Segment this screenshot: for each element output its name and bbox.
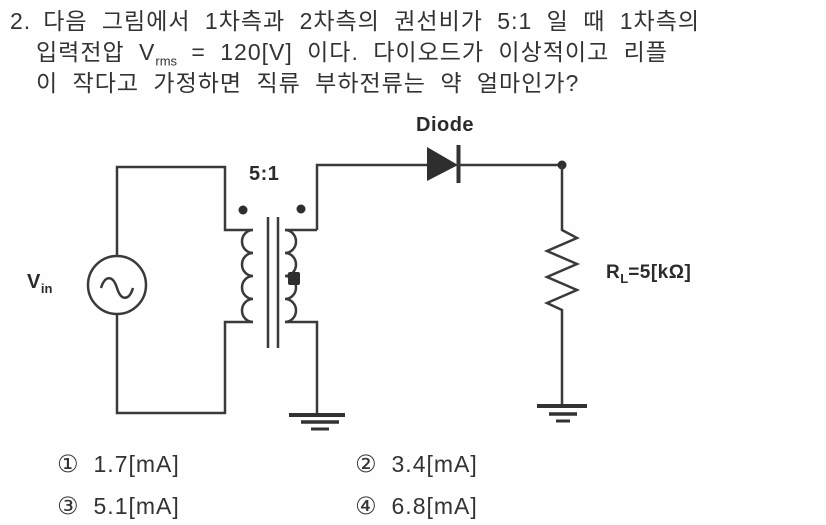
option-1-number: ① bbox=[57, 451, 80, 478]
question-line-1: 2. 다음 그림에서 1차측과 2차측의 권선비가 5:1 일 때 1차측의 bbox=[10, 8, 700, 34]
question-line-1-text: 다음 그림에서 1차측과 2차측의 권선비가 5:1 일 때 1차측의 bbox=[43, 8, 701, 34]
transformer-secondary-coil bbox=[284, 228, 298, 324]
option-2-text: 3.4[mA] bbox=[391, 451, 478, 477]
option-2-number: ② bbox=[355, 451, 378, 478]
secondary-top-wire bbox=[285, 163, 427, 232]
diode-label: Diode bbox=[416, 114, 475, 136]
question-line-2-pre: 입력전압 V bbox=[36, 39, 156, 65]
ac-source-icon bbox=[86, 254, 148, 316]
vrms-subscript: rms bbox=[155, 53, 178, 69]
option-4-number: ④ bbox=[355, 493, 378, 520]
option-1-text: 1.7[mA] bbox=[93, 451, 180, 477]
secondary-polarity-dot bbox=[296, 204, 306, 214]
option-3-text: 5.1[mA] bbox=[93, 493, 180, 519]
load-resistor bbox=[543, 165, 581, 406]
load-ground-icon bbox=[537, 404, 587, 423]
option-4[interactable]: ④ 6.8[mA] bbox=[355, 492, 478, 521]
print-artifact-blob bbox=[288, 272, 300, 285]
primary-polarity-dot bbox=[238, 205, 248, 215]
question-line-2-post: = 120[V] 이다. 다이오드가 이상적이고 리플 bbox=[177, 39, 668, 65]
option-3[interactable]: ③ 5.1[mA] bbox=[57, 492, 180, 521]
question-line-2: 입력전압 Vrms = 120[V] 이다. 다이오드가 이상적이고 리플 bbox=[36, 39, 668, 75]
secondary-ground-icon bbox=[289, 413, 345, 431]
option-4-text: 6.8[mA] bbox=[391, 493, 478, 519]
circuit-diagram bbox=[86, 145, 587, 431]
diode-icon bbox=[427, 147, 458, 181]
sine-wave-icon bbox=[99, 277, 135, 299]
transformer-primary-coil bbox=[240, 228, 254, 324]
option-3-number: ③ bbox=[57, 493, 80, 520]
source-voltage-label: Vin bbox=[27, 271, 53, 296]
primary-loop-wire bbox=[115, 165, 253, 415]
load-resistor-label: RL=5[kΩ] bbox=[606, 262, 692, 286]
turns-ratio-label: 5:1 bbox=[249, 163, 280, 185]
question-line-3: 이 작다고 가정하면 직류 부하전류는 약 얼마인가? bbox=[36, 70, 580, 96]
option-1[interactable]: ① 1.7[mA] bbox=[57, 450, 180, 479]
transformer-core bbox=[266, 217, 280, 348]
option-2[interactable]: ② 3.4[mA] bbox=[355, 450, 478, 479]
question-number: 2. bbox=[10, 8, 32, 34]
secondary-bottom-wire bbox=[285, 320, 319, 415]
